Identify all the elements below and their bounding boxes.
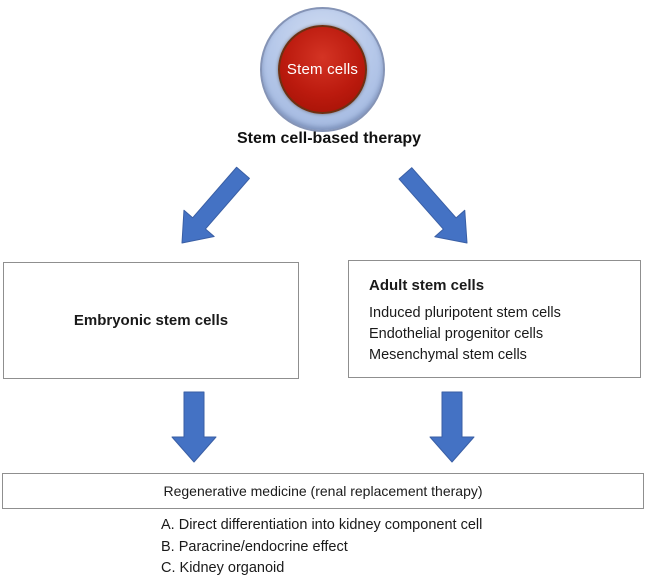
arrow-down-left-column-icon	[171, 391, 217, 463]
diagram-title: Stem cell-based therapy	[236, 130, 422, 147]
arrow-down-right-column-icon	[429, 391, 475, 463]
embryonic-stem-cells-title: Embryonic stem cells	[73, 312, 229, 329]
regenerative-medicine-label: Regenerative medicine (renal replacement…	[163, 483, 483, 499]
adult-stem-cells-title: Adult stem cells	[369, 277, 485, 294]
adult-stem-cells-box: Adult stem cells Induced pluripotent ste…	[348, 260, 641, 378]
arrow-down-left-icon	[181, 166, 250, 244]
stem-cells-label: Stem cells	[286, 61, 359, 78]
mechanism-item-b: B. Paracrine/endocrine effect	[161, 538, 348, 555]
mechanism-item-c: C. Kidney organoid	[161, 560, 285, 576]
stem-cells-node: Stem cells	[278, 25, 367, 114]
mechanism-item-a: A. Direct differentiation into kidney co…	[161, 517, 483, 533]
embryonic-stem-cells-box: Embryonic stem cells	[3, 262, 299, 379]
adult-stem-cells-item: Endothelial progenitor cells	[369, 326, 544, 342]
adult-stem-cells-item: Mesenchymal stem cells	[369, 347, 527, 363]
mechanism-list: A. Direct differentiation into kidney co…	[161, 515, 482, 580]
stem-cells-node-ring: Stem cells	[260, 7, 385, 132]
regenerative-medicine-box: Regenerative medicine (renal replacement…	[2, 473, 644, 509]
arrow-down-right-icon	[398, 167, 468, 244]
adult-stem-cells-item: Induced pluripotent stem cells	[369, 305, 561, 321]
